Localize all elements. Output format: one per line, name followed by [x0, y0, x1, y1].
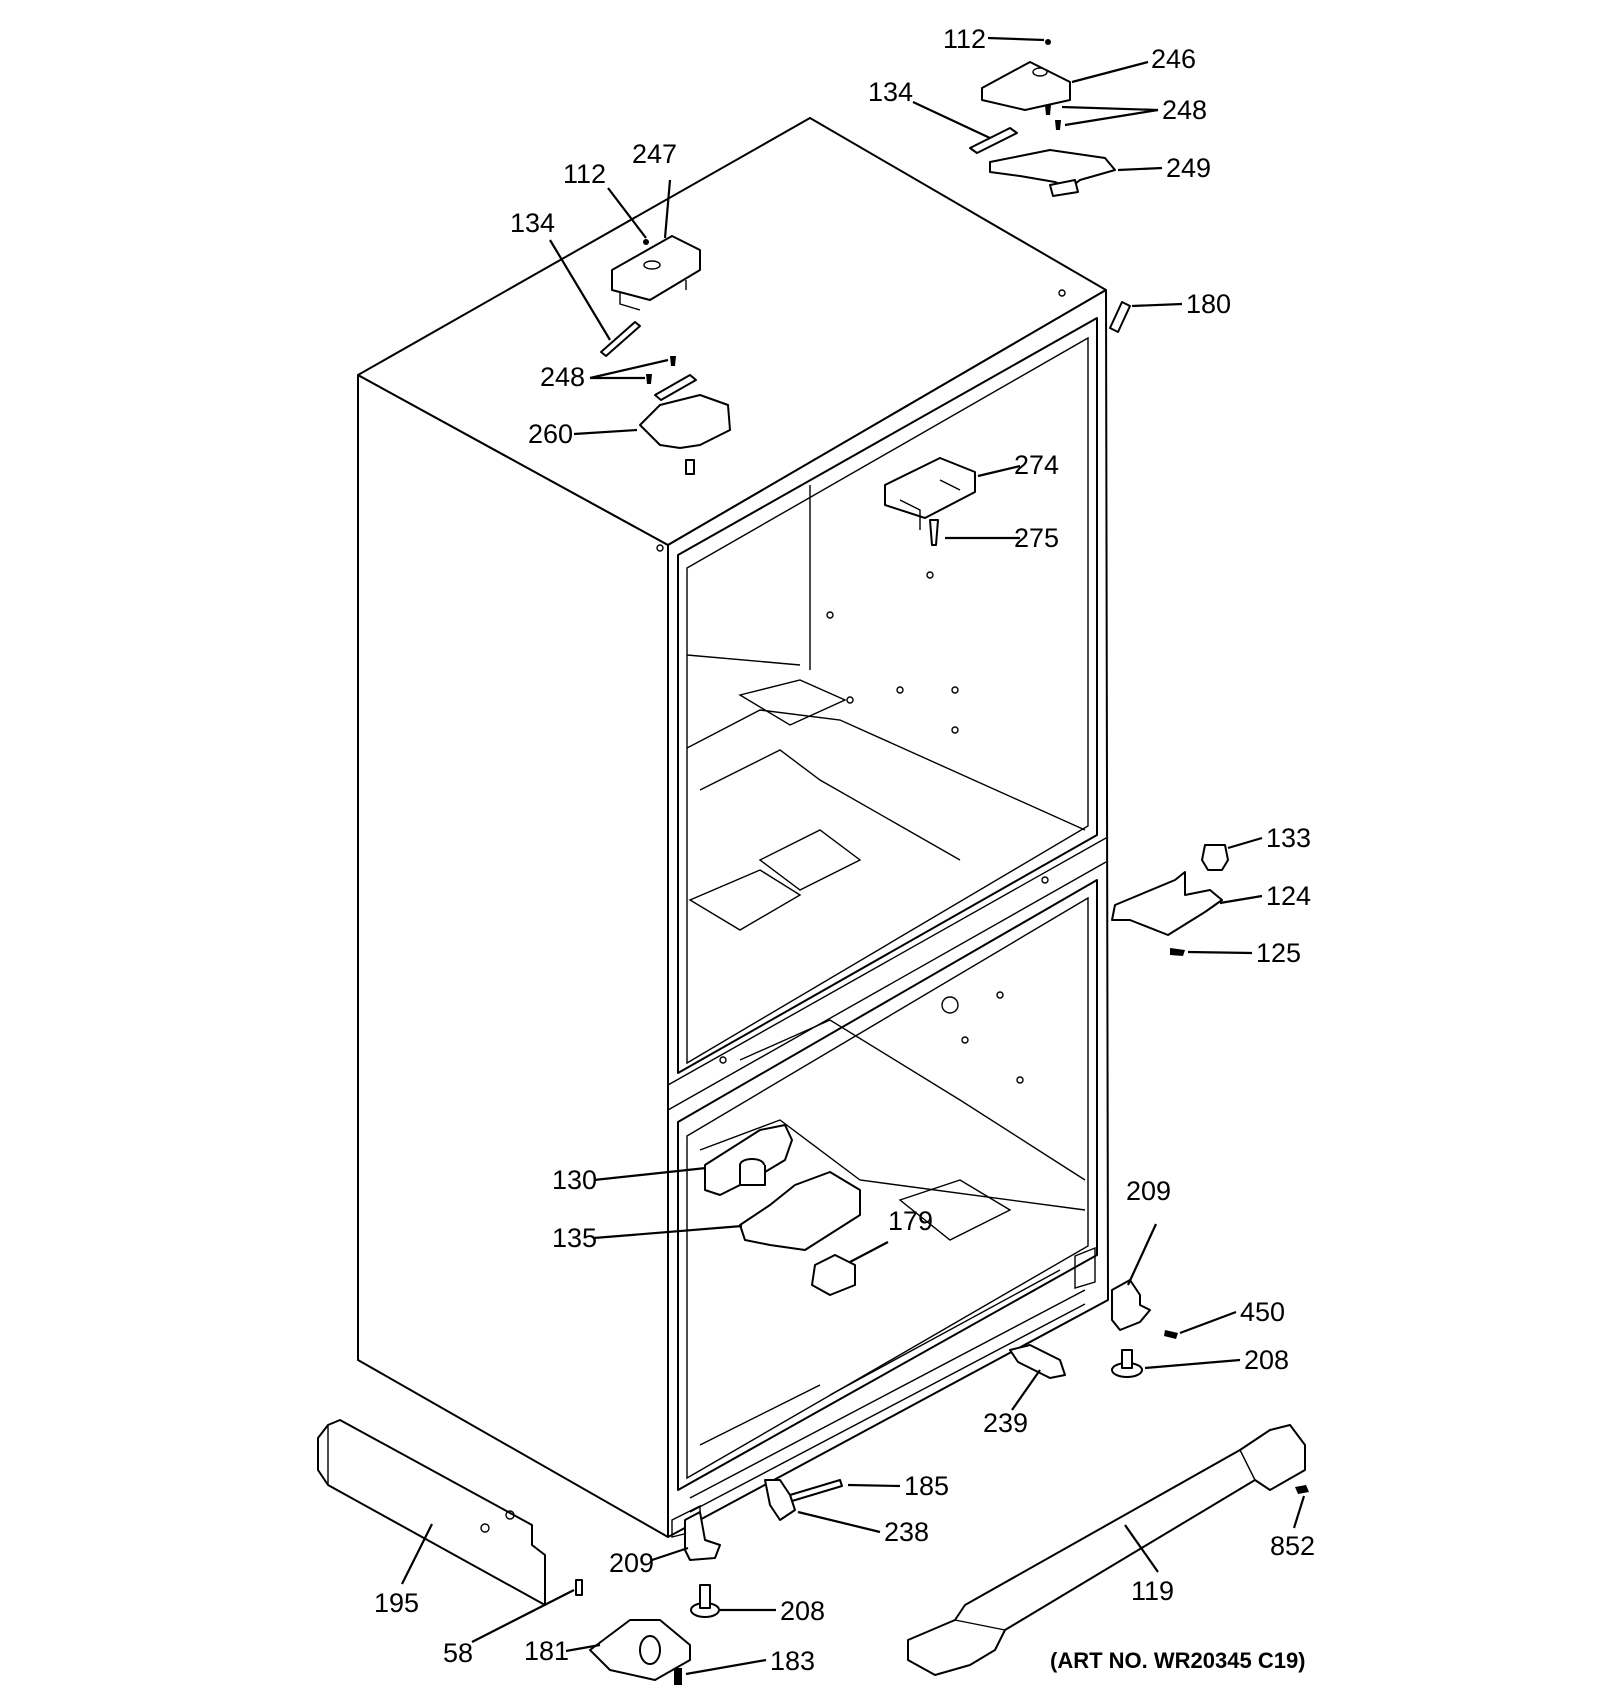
- callout-208: 208: [1244, 1345, 1289, 1375]
- leveling-leg-208-right: [1111, 1349, 1143, 1378]
- screw-275: [929, 519, 939, 546]
- callout-249: 249: [1166, 153, 1211, 183]
- callout-246: 246: [1151, 44, 1196, 74]
- callout-248: 248: [1162, 95, 1207, 125]
- refrigerator-cabinet: [357, 117, 1109, 1538]
- screw-125: [1170, 948, 1185, 956]
- callout-239: 239: [983, 1408, 1028, 1438]
- center-hinge-124: [1111, 871, 1223, 936]
- callout-209: 209: [609, 1548, 654, 1578]
- callout-181: 181: [524, 1636, 569, 1666]
- callout-179: 179: [888, 1206, 933, 1236]
- roller-181: [589, 1619, 691, 1681]
- base-grille-195: [317, 1419, 546, 1606]
- clip-179: [811, 1254, 856, 1296]
- callout-852: 852: [1270, 1531, 1315, 1561]
- art-number: (ART NO. WR20345 C19): [1050, 1648, 1306, 1673]
- screw-852: [1295, 1485, 1309, 1494]
- callout-112: 112: [563, 159, 606, 189]
- callout-238: 238: [884, 1517, 929, 1547]
- callout-248: 248: [540, 362, 585, 392]
- callout-274: 274: [1014, 450, 1059, 480]
- cam-238: [764, 1479, 796, 1521]
- toe-grille-119: [907, 1424, 1306, 1676]
- callout-195: 195: [374, 1588, 419, 1618]
- callout-185: 185: [904, 1471, 949, 1501]
- callout-180: 180: [1186, 289, 1231, 319]
- callout-112: 112: [943, 24, 986, 54]
- callout-209: 209: [1126, 1176, 1171, 1206]
- callout-275: 275: [1014, 523, 1059, 553]
- callout-134: 134: [868, 77, 913, 107]
- freezer-hinge-130: [704, 1124, 793, 1196]
- callout-247: 247: [632, 139, 677, 169]
- callout-208: 208: [780, 1596, 825, 1626]
- screw-183: [674, 1668, 682, 1685]
- callout-124: 124: [1266, 881, 1311, 911]
- callout-135: 135: [552, 1223, 597, 1253]
- part-180-clip: [1109, 301, 1131, 333]
- callout-130: 130: [552, 1165, 597, 1195]
- screw-450: [1164, 1330, 1178, 1339]
- upper-left-hinge-assembly: [600, 235, 731, 475]
- callout-125: 125: [1256, 938, 1301, 968]
- spring-185: [789, 1479, 843, 1502]
- bracket-135: [739, 1171, 861, 1251]
- callout-183: 183: [770, 1646, 815, 1676]
- leveling-leg-bracket-209-left: [684, 1511, 721, 1561]
- upper-right-hinge-assembly: [969, 39, 1116, 197]
- light-housing-274: [884, 457, 976, 530]
- callout-58: 58: [443, 1638, 473, 1668]
- callout-133: 133: [1266, 823, 1311, 853]
- hinge-pin-133: [1201, 844, 1229, 871]
- leader-lines: [401, 36, 1306, 1676]
- leveling-leg-208-left: [690, 1584, 720, 1618]
- callout-119: 119: [1131, 1576, 1174, 1606]
- leveling-leg-bracket-209-right: [1111, 1279, 1151, 1331]
- callout-450: 450: [1240, 1297, 1285, 1327]
- callout-260: 260: [528, 419, 573, 449]
- screw-58: [575, 1579, 583, 1596]
- link-239: [1009, 1344, 1066, 1379]
- callout-134: 134: [510, 208, 555, 238]
